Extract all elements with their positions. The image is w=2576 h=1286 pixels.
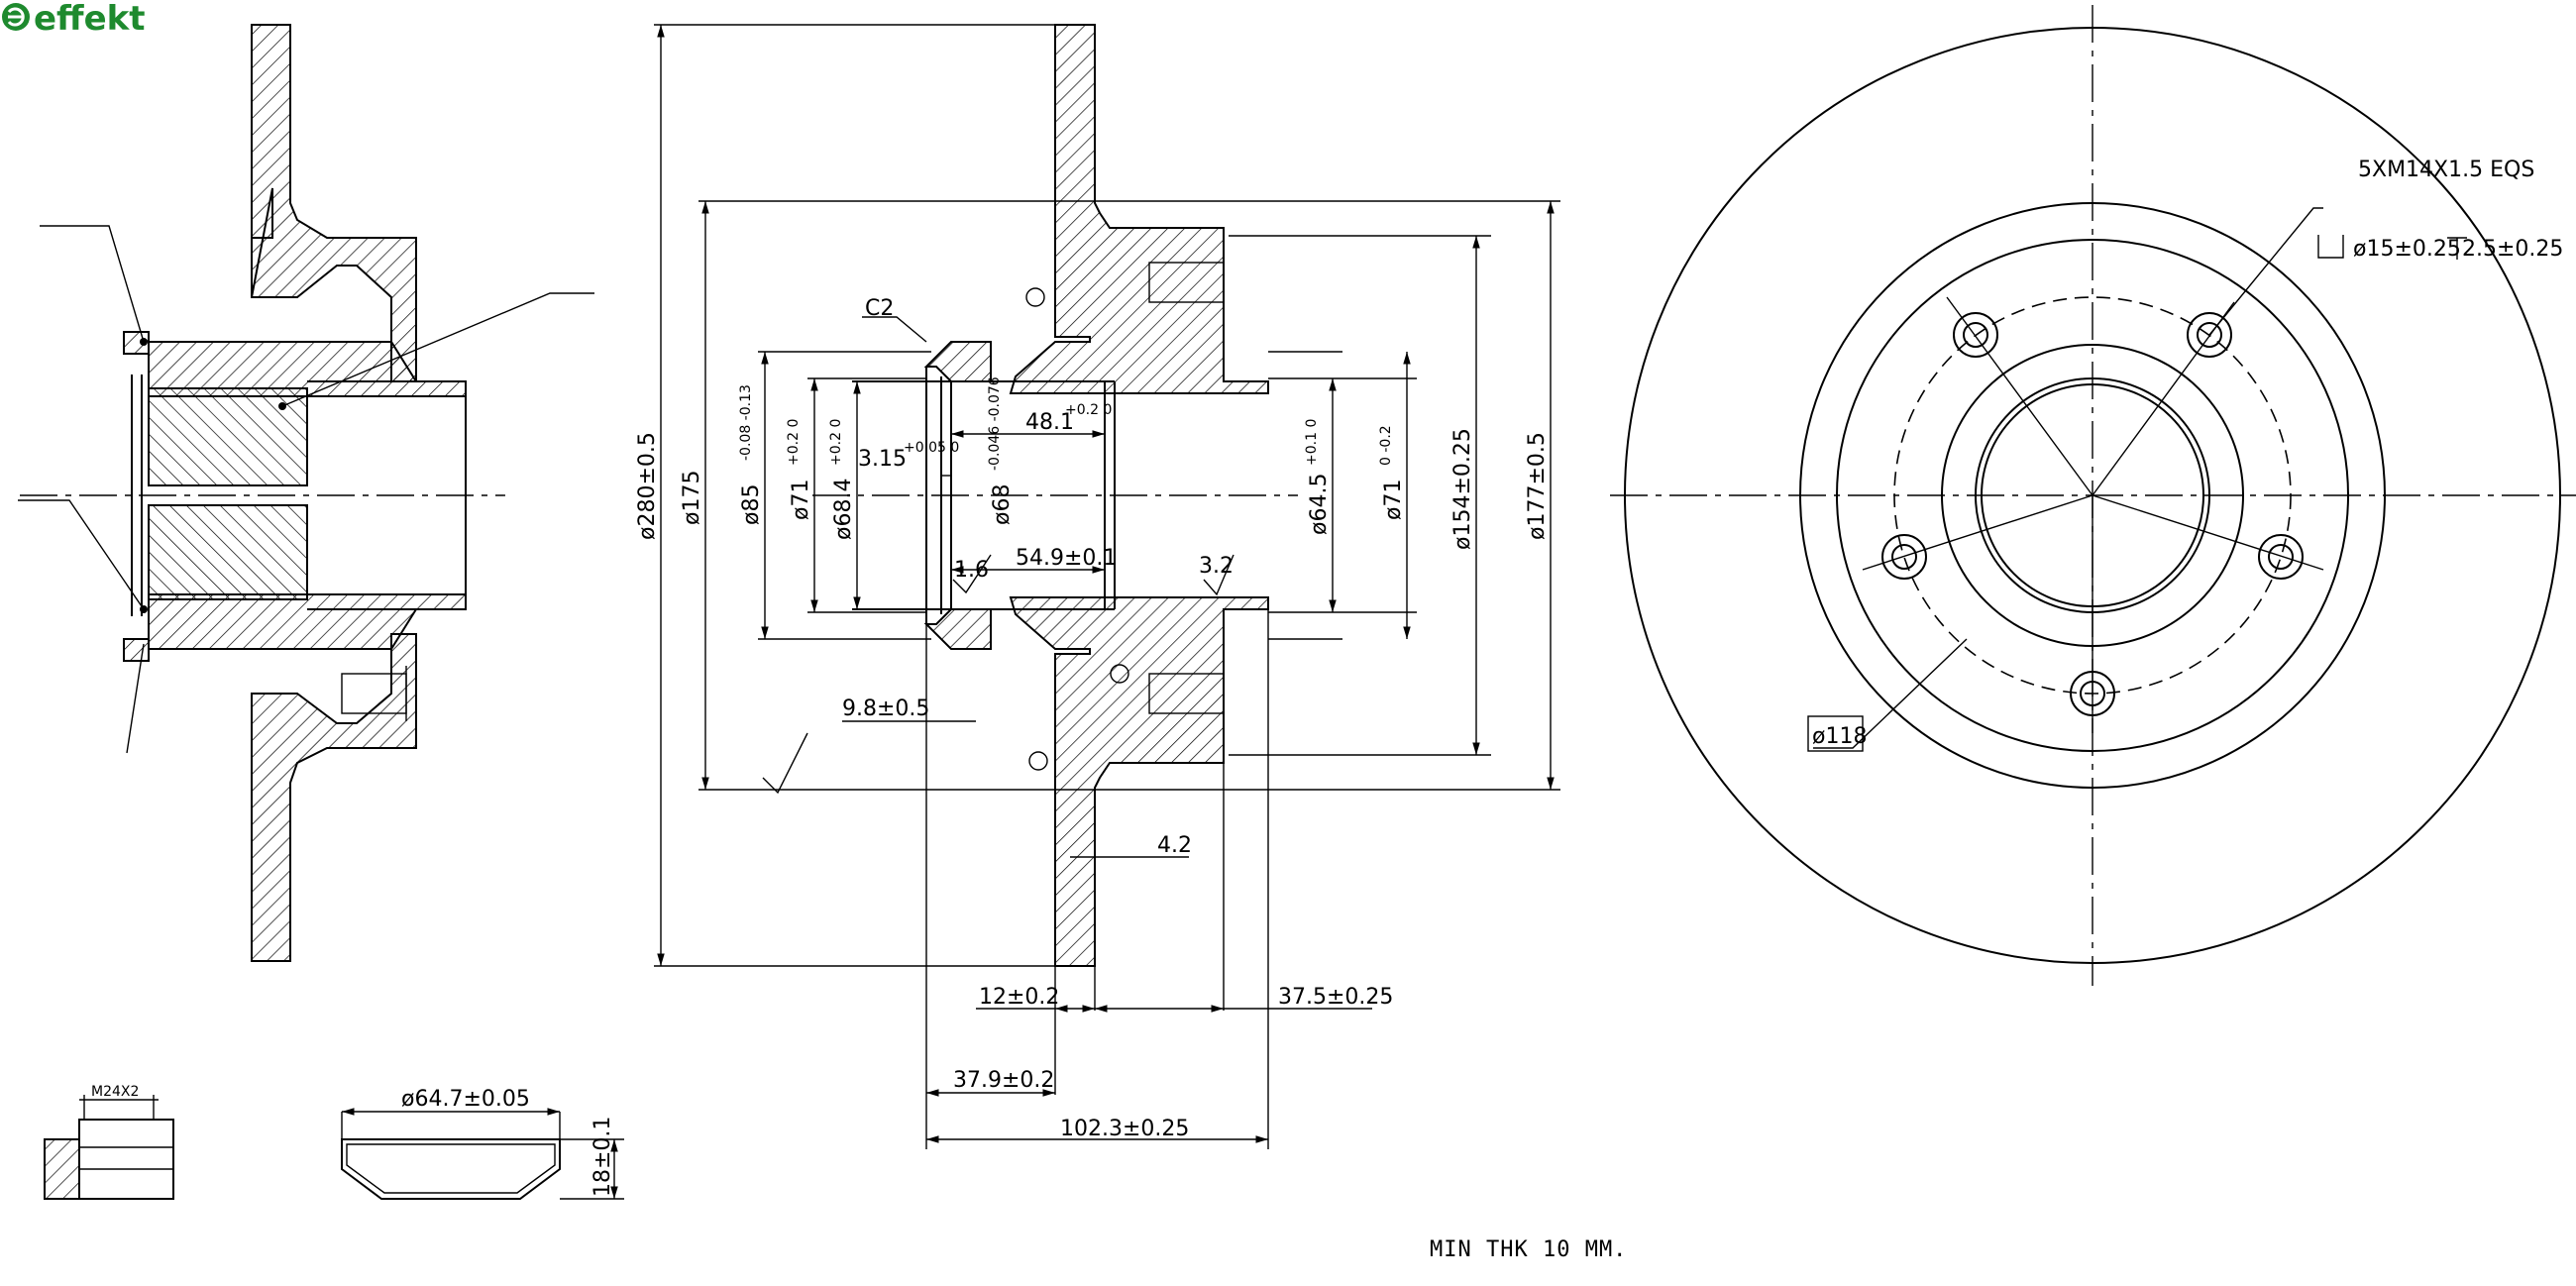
front-view xyxy=(1610,5,2576,986)
depth-callout: 2.5±0.25 xyxy=(2462,237,2563,262)
nut-detail xyxy=(44,1095,174,1200)
dim-48-1: 48.1 xyxy=(1025,410,1074,435)
dim-d71-left-tol: +0.2 0 xyxy=(786,419,802,466)
dim-3-15: 3.15 xyxy=(858,447,907,472)
chamfer-label: C2 xyxy=(865,296,894,321)
dim-d68: ø68 xyxy=(990,484,1015,525)
brand-name: effekt xyxy=(34,0,146,39)
roughness-1-6: 1.6 xyxy=(954,558,989,583)
dim-54-9: 54.9±0.1 xyxy=(1016,546,1117,571)
brand-logo: effekt xyxy=(2,0,146,39)
left-section-view xyxy=(18,24,594,962)
roughness-3-2: 3.2 xyxy=(1199,554,1234,579)
cap-diameter-label: ø64.7±0.05 xyxy=(401,1087,530,1112)
dim-d85: ø85 xyxy=(739,484,764,525)
dim-d71-right: ø71 xyxy=(1381,480,1406,520)
dim-37-5: 37.5±0.25 xyxy=(1278,985,1393,1010)
dim-d177: ø177±0.5 xyxy=(1525,432,1550,540)
dim-3-15-tol: +0.05 0 xyxy=(904,440,959,456)
dim-d68-4-tol: +0.2 0 xyxy=(828,419,844,466)
cap-detail xyxy=(341,1108,624,1200)
dim-12: 12±0.2 xyxy=(979,985,1059,1010)
bolt-callout: 5XM14X1.5 EQS xyxy=(2358,158,2534,182)
pcd-label: ø118 xyxy=(1812,724,1867,749)
dim-d64-5: ø64.5 xyxy=(1307,474,1332,535)
dim-102-3: 102.3±0.25 xyxy=(1060,1117,1189,1141)
dim-d280: ø280±0.5 xyxy=(635,432,660,540)
bolt-holes xyxy=(1881,312,2304,716)
dim-d68-4: ø68.4 xyxy=(831,479,856,540)
hole-callout: ø15±0.25 xyxy=(2353,237,2461,262)
dim-48-1-tol: +0.2 0 xyxy=(1065,402,1112,418)
dim-37-9: 37.9±0.2 xyxy=(953,1068,1054,1093)
dim-d154: ø154±0.25 xyxy=(1450,428,1475,550)
dim-d71-right-tol: 0 -0.2 xyxy=(1378,425,1394,466)
dim-d85-tol: -0.08 -0.13 xyxy=(738,384,754,461)
min-thickness-note: MIN THK 10 MM. xyxy=(1430,1237,1627,1262)
cap-height-label: 18±0.1 xyxy=(590,1117,615,1197)
dim-d71-left: ø71 xyxy=(789,480,813,520)
dim-d175: ø175 xyxy=(680,471,704,525)
dim-9-8: 9.8±0.5 xyxy=(842,697,929,721)
dim-d64-5-tol: +0.1 0 xyxy=(1304,419,1320,466)
nut-thread-label: M24X2 xyxy=(91,1084,139,1100)
main-section-view xyxy=(654,24,1560,1149)
dim-4-2: 4.2 xyxy=(1157,833,1192,858)
dim-d68-tol: -0.046 -0.076 xyxy=(987,376,1003,471)
